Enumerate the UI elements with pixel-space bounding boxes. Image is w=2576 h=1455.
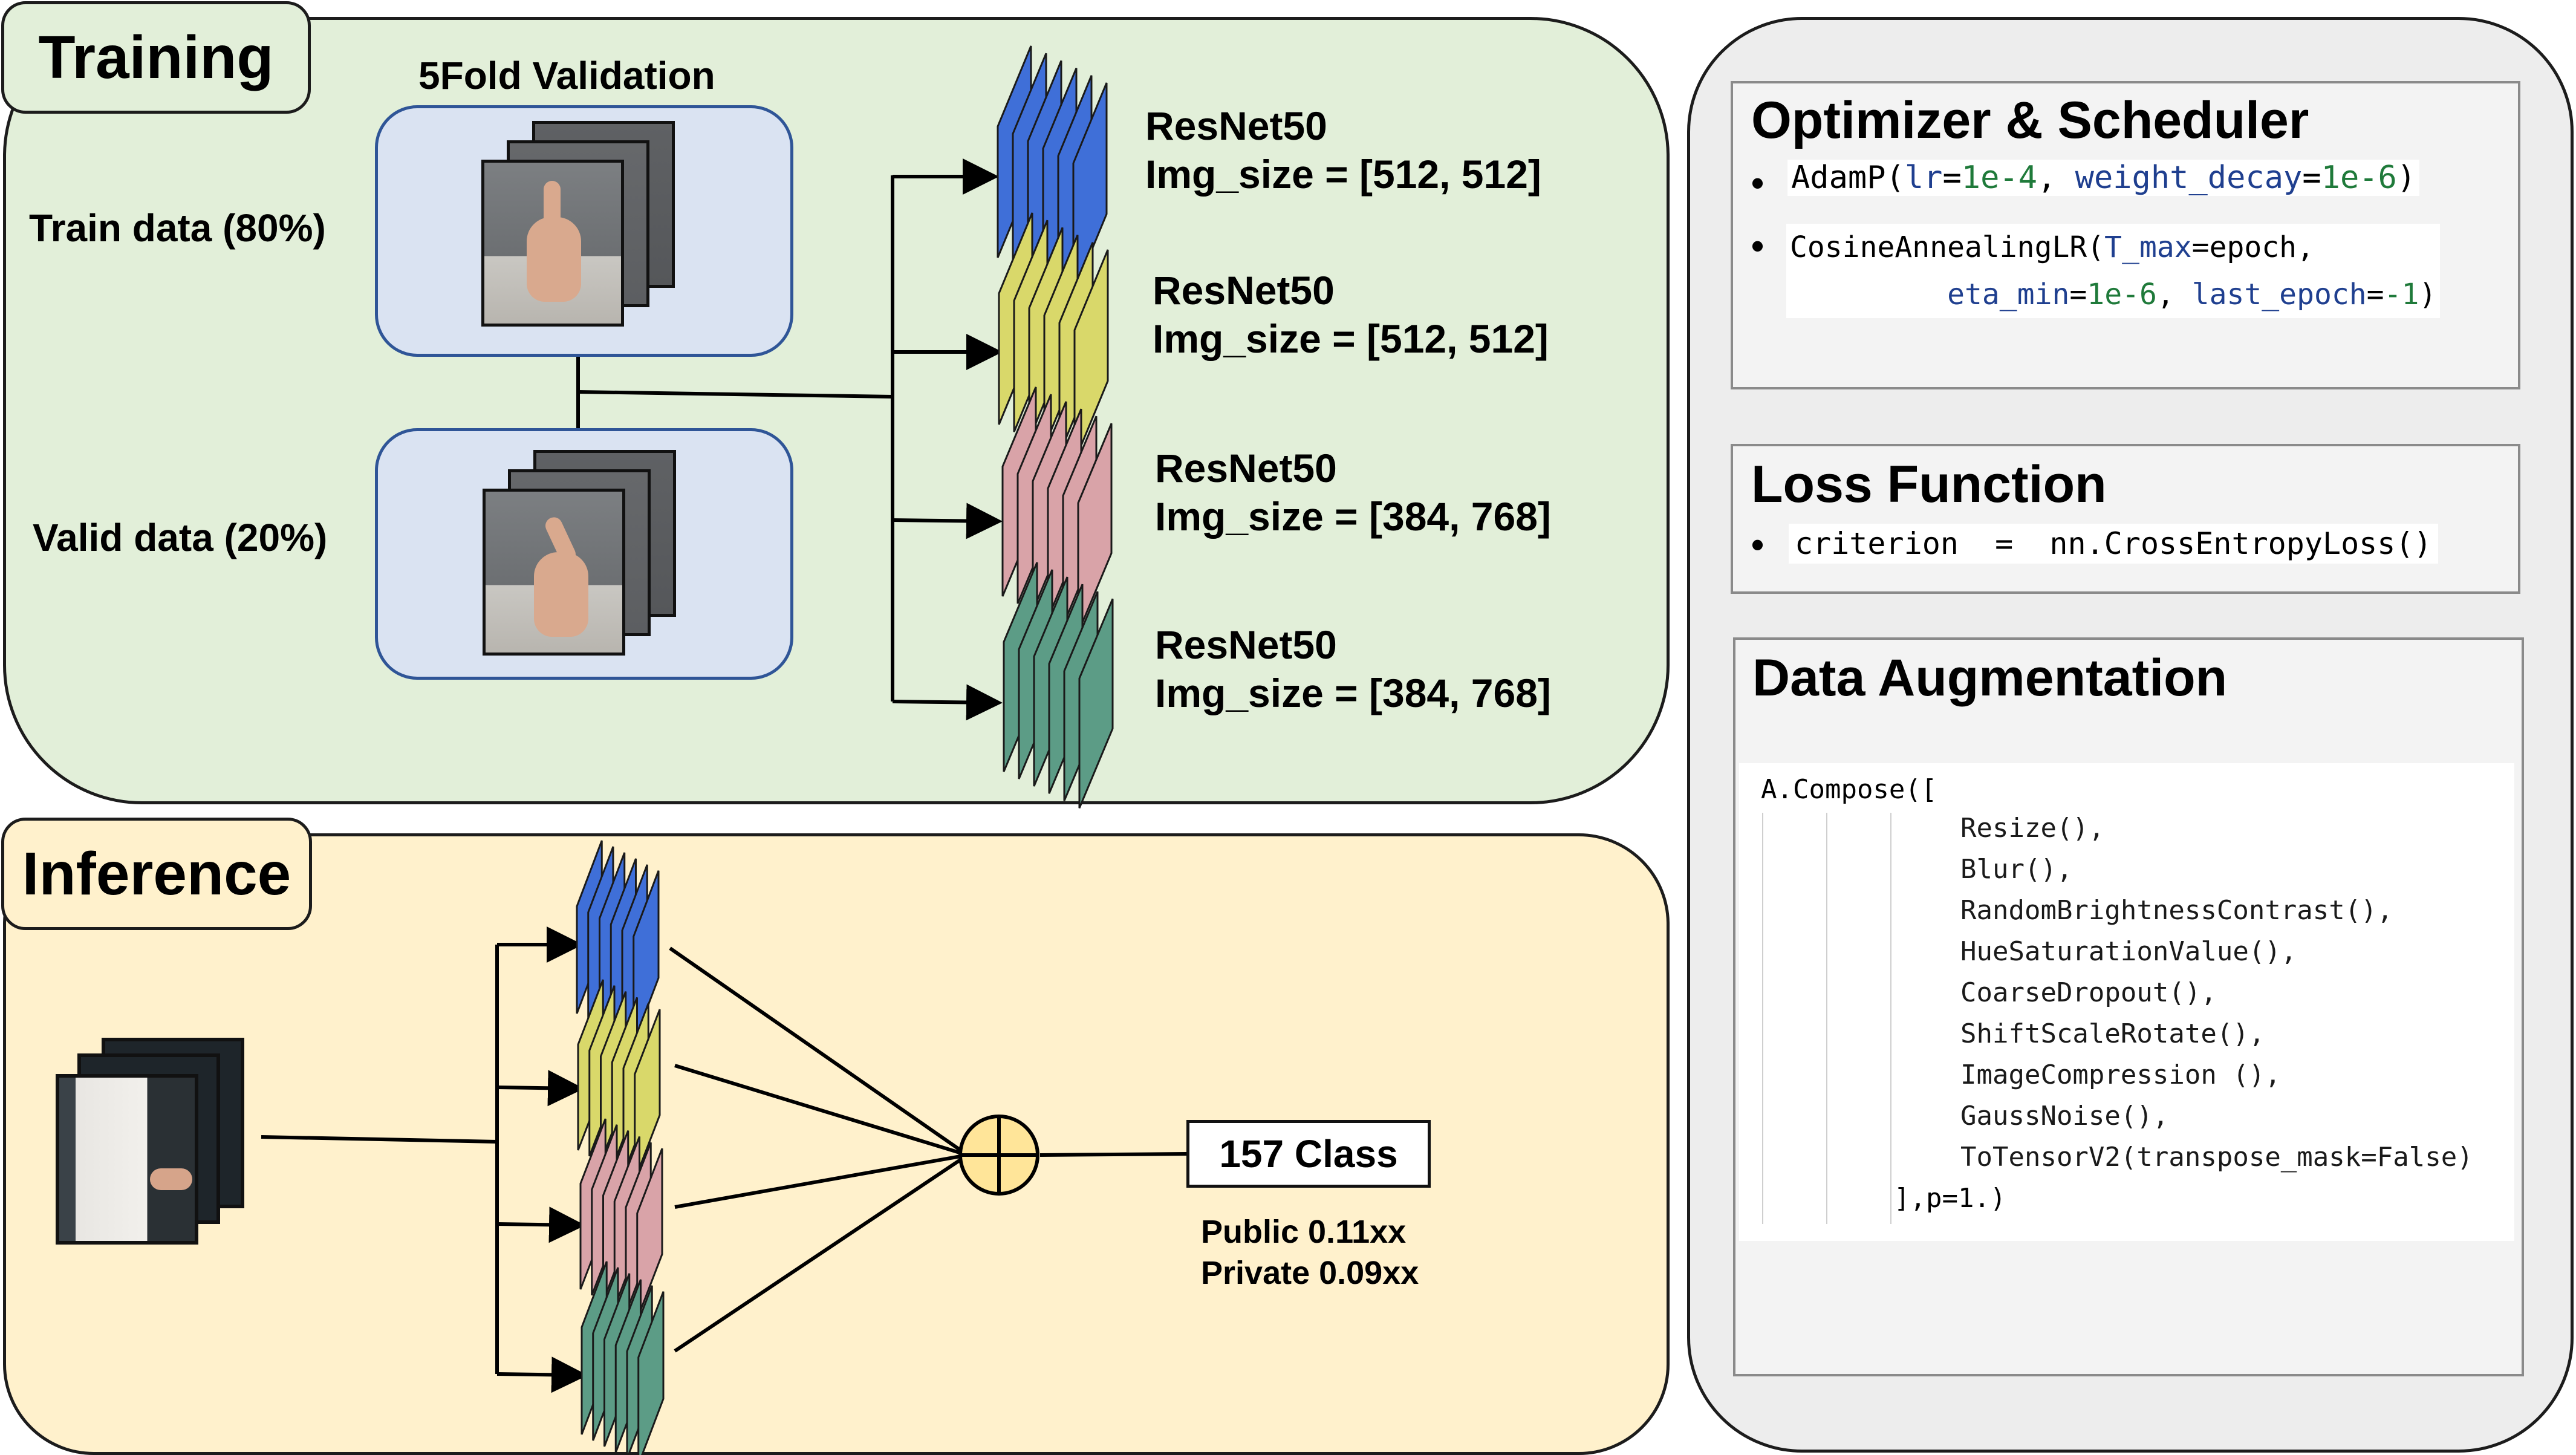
augmentation-footer: ],p=1.) bbox=[1894, 1183, 2006, 1214]
augmentation-item: ToTensorV2(transpose_mask=False) bbox=[1960, 1142, 2473, 1173]
training-model-3-stack bbox=[1001, 386, 1113, 633]
model-2-name: ResNet50 bbox=[1153, 268, 1335, 313]
model-1-label: ResNet50 Img_size = [512, 512] bbox=[1145, 102, 1541, 198]
inference-model-4-stack bbox=[581, 1261, 665, 1455]
inference-model-3-stack bbox=[579, 1118, 663, 1320]
train-image-stack bbox=[481, 121, 681, 339]
data-to-models-line bbox=[577, 390, 893, 399]
augmentation-item: GaussNoise(), bbox=[1960, 1101, 2169, 1131]
model-2-label: ResNet50 Img_size = [512, 512] bbox=[1153, 266, 1549, 363]
model-1-name: ResNet50 bbox=[1145, 103, 1327, 148]
augmentation-item: ImageCompression (), bbox=[1960, 1060, 2281, 1090]
indent-guide bbox=[1762, 813, 1763, 1224]
layer-slab bbox=[1077, 423, 1113, 633]
inference-model-1-stack bbox=[576, 840, 660, 1044]
indent-guide bbox=[1890, 813, 1891, 1224]
training-model-2-stack bbox=[998, 212, 1109, 462]
augmentation-title: Data Augmentation bbox=[1752, 649, 2228, 707]
train-data-label: Train data (80%) bbox=[29, 206, 326, 250]
valid-data-label: Valid data (20%) bbox=[33, 516, 328, 559]
private-score: Private 0.09xx bbox=[1201, 1255, 1419, 1291]
ensemble-sum-node bbox=[958, 1115, 1039, 1196]
augmentation-item: CoarseDropout(), bbox=[1960, 977, 2217, 1008]
sum-to-output-line bbox=[1039, 1152, 1187, 1157]
optimizer-bullet: • bbox=[1751, 163, 1764, 203]
model-4-name: ResNet50 bbox=[1155, 622, 1337, 667]
scheduler-code: CosineAnnealingLR(T_max=epoch, eta_min=1… bbox=[1786, 224, 2441, 318]
training-model-1-stack bbox=[997, 45, 1108, 295]
augmentation-item: RandomBrightnessContrast(), bbox=[1960, 895, 2393, 926]
loss-code: criterion = nn.CrossEntropyLoss() bbox=[1789, 524, 2438, 564]
model-3-label: ResNet50 Img_size = [384, 768] bbox=[1155, 444, 1551, 541]
augmentation-item: HueSaturationValue(), bbox=[1960, 936, 2297, 967]
input-to-models-line bbox=[261, 1135, 498, 1144]
model-4-label: ResNet50 Img_size = [384, 768] bbox=[1155, 620, 1551, 717]
layer-slab bbox=[636, 1148, 663, 1320]
training-tag: Training bbox=[1, 1, 311, 114]
inference-person-image bbox=[56, 1074, 198, 1245]
fold-validation-title: 5Fold Validation bbox=[418, 54, 715, 97]
indent-guide bbox=[1826, 813, 1827, 1224]
model-4-to-sum bbox=[674, 1153, 969, 1353]
hand-shape bbox=[527, 217, 581, 302]
training-model-4-stack bbox=[1003, 562, 1114, 809]
public-score: Public 0.11xx bbox=[1201, 1214, 1407, 1250]
valid-image-stack bbox=[483, 450, 682, 668]
augmentation-header: A.Compose([ bbox=[1761, 774, 1937, 805]
train-hand-image bbox=[481, 160, 624, 327]
arrow-to-inf-model-3 bbox=[496, 1206, 585, 1243]
augmentation-item: Resize(), bbox=[1960, 813, 2105, 844]
valid-hand-image bbox=[483, 489, 625, 656]
model-1-size: Img_size = [512, 512] bbox=[1145, 152, 1541, 197]
scheduler-bullet: • bbox=[1751, 226, 1764, 266]
layer-slab bbox=[1073, 249, 1109, 462]
inference-model-2-stack bbox=[577, 979, 661, 1180]
loss-title: Loss Function bbox=[1751, 455, 2107, 513]
arrow-to-inf-model-2 bbox=[496, 1070, 584, 1107]
arrow-to-model-4 bbox=[892, 684, 1003, 721]
augmentation-item: Blur(), bbox=[1960, 854, 2073, 885]
optimizer-code: AdamP(lr=1e-4, weight_decay=1e-6) bbox=[1787, 160, 2420, 196]
model-stacks bbox=[576, 45, 1114, 1455]
augmentation-list: Resize(), Blur(), RandomBrightnessContra… bbox=[1761, 808, 2473, 1178]
augmentation-item: ShiftScaleRotate(), bbox=[1960, 1018, 2265, 1049]
augmentation-code-panel bbox=[1739, 763, 2514, 1241]
model-4-size: Img_size = [384, 768] bbox=[1155, 671, 1551, 715]
model-2-to-sum bbox=[674, 1064, 968, 1157]
arrow-to-model-3 bbox=[892, 503, 1003, 539]
training-panel bbox=[3, 17, 1670, 804]
model-3-size: Img_size = [384, 768] bbox=[1155, 494, 1551, 539]
inference-tag: Inference bbox=[1, 818, 312, 930]
finger-shape bbox=[544, 181, 561, 229]
hand-shape bbox=[534, 552, 588, 637]
model-3-name: ResNet50 bbox=[1155, 446, 1337, 490]
model-1-to-sum bbox=[669, 946, 969, 1157]
arrow-to-inf-model-4 bbox=[496, 1356, 588, 1393]
model-2-size: Img_size = [512, 512] bbox=[1153, 316, 1549, 361]
hand-shape bbox=[150, 1168, 192, 1190]
loss-box bbox=[1731, 444, 2520, 594]
loss-bullet: • bbox=[1751, 524, 1764, 565]
output-class-box: 157 Class bbox=[1186, 1120, 1431, 1188]
optimizer-title: Optimizer & Scheduler bbox=[1751, 91, 2309, 149]
layer-slab bbox=[634, 1009, 661, 1180]
model-3-to-sum bbox=[674, 1153, 968, 1209]
layer-slab bbox=[1078, 598, 1114, 809]
layer-slab bbox=[637, 1291, 665, 1455]
